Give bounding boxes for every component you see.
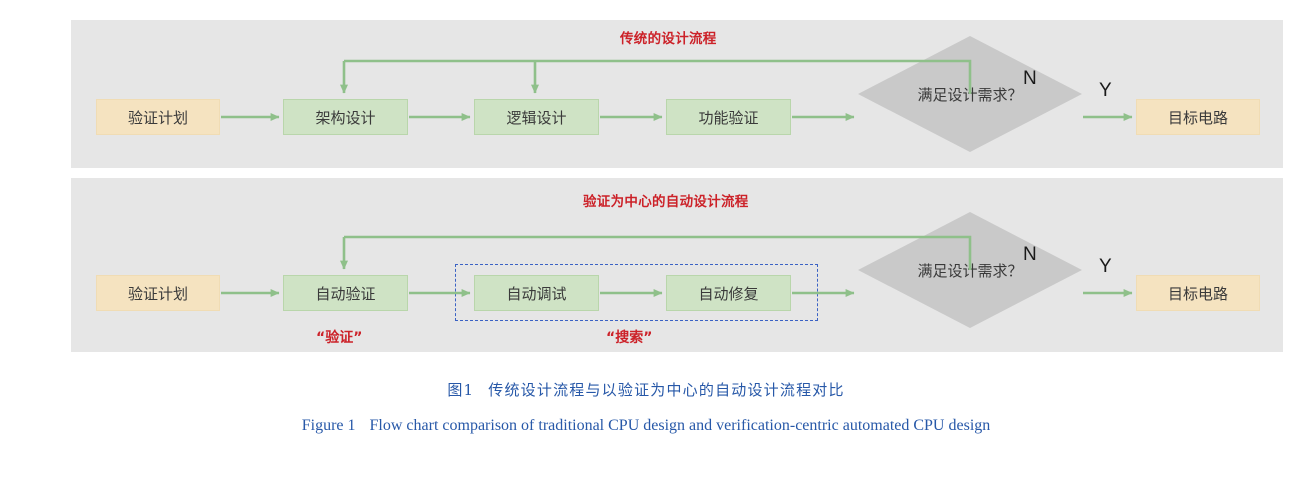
caption-english-text: Flow chart comparison of traditional CPU… — [369, 417, 991, 434]
branch-label-yes-traditional: Y — [1099, 80, 1112, 101]
caption-chinese-text: 传统设计流程与以验证为中心的自动设计流程对比 — [488, 381, 845, 399]
node-architecture-design: 架构设计 — [283, 99, 408, 135]
caption-chinese: 图1 传统设计流程与以验证为中心的自动设计流程对比 — [0, 379, 1292, 400]
caption-english-number: Figure 1 — [301, 417, 356, 434]
caption-english: Figure 1 Flow chart comparison of traditi… — [0, 417, 1292, 435]
sublabel-search: “搜索” — [606, 330, 653, 346]
sublabel-verify: “验证” — [316, 330, 363, 346]
caption-chinese-number: 图1 — [447, 381, 475, 399]
node-verification-plan-automated: 验证计划 — [96, 275, 220, 311]
branch-label-no-traditional: N — [1023, 68, 1037, 89]
node-auto-verification: 自动验证 — [283, 275, 408, 311]
branch-label-no-automated: N — [1023, 244, 1037, 265]
node-auto-debug: 自动调试 — [474, 275, 599, 311]
node-auto-repair: 自动修复 — [666, 275, 791, 311]
node-target-circuit-automated: 目标电路 — [1136, 275, 1260, 311]
node-verification-plan-traditional: 验证计划 — [96, 99, 220, 135]
branch-label-yes-automated: Y — [1099, 256, 1112, 277]
panel-title-traditional: 传统的设计流程 — [620, 31, 717, 47]
panel-title-automated: 验证为中心的自动设计流程 — [583, 194, 749, 210]
node-logic-design: 逻辑设计 — [474, 99, 599, 135]
node-functional-verification: 功能验证 — [666, 99, 791, 135]
node-target-circuit-traditional: 目标电路 — [1136, 99, 1260, 135]
